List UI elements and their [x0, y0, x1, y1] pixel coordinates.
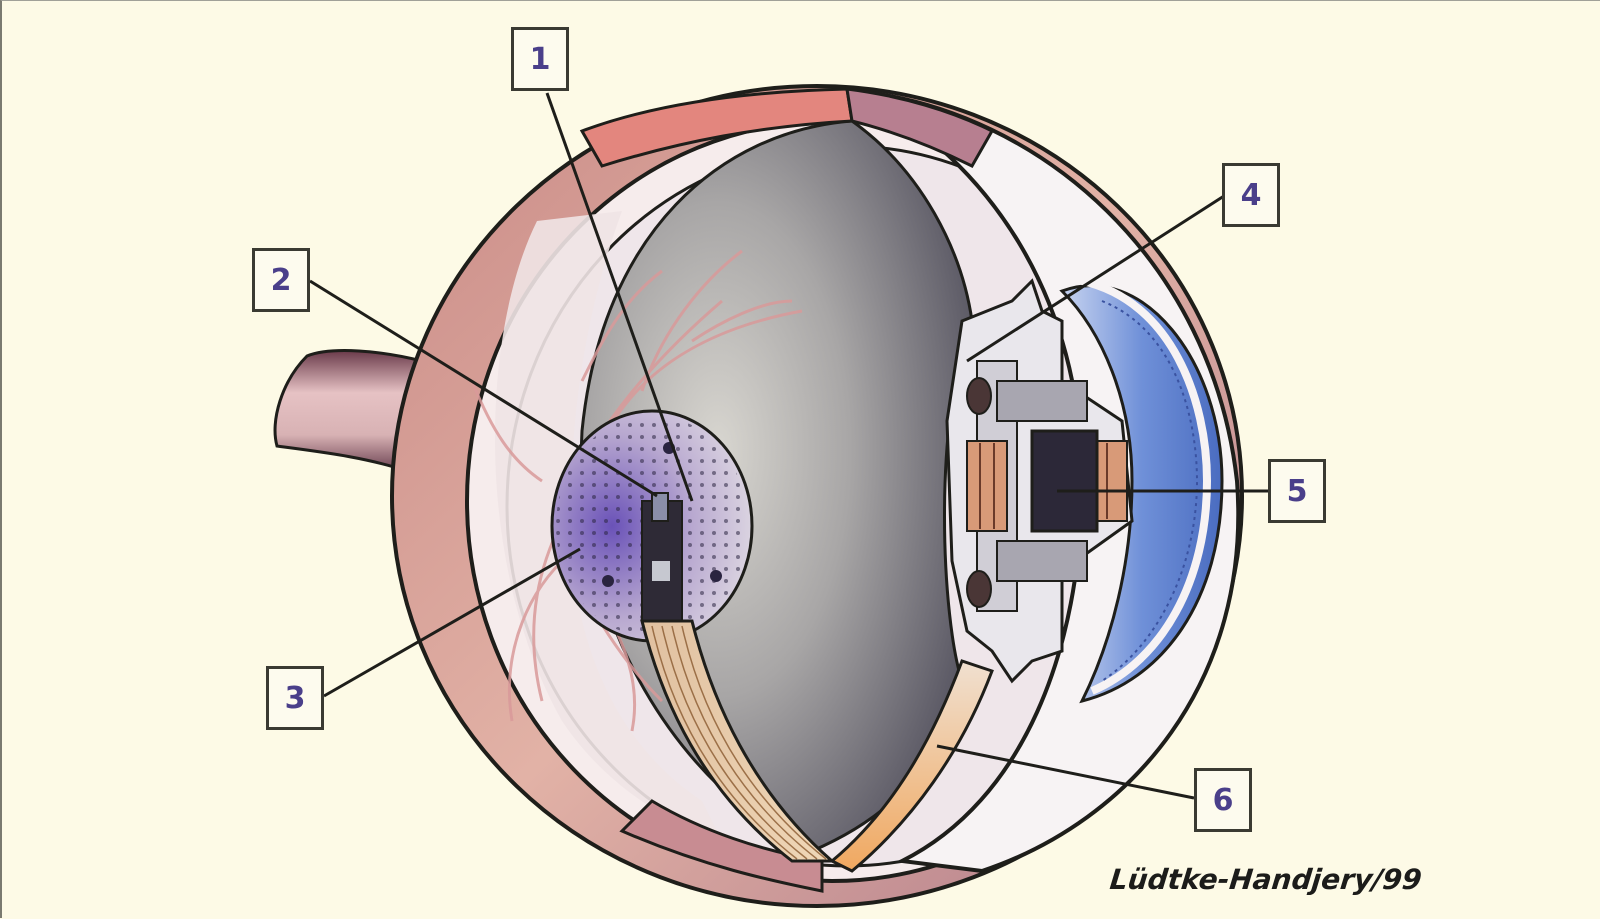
receiver-chip	[1030, 429, 1099, 533]
sclera-cut-edge-bottom	[619, 799, 824, 893]
retina-surface	[494, 211, 722, 841]
artist-signature: Lüdtke-Handjery/99	[1108, 863, 1424, 896]
callout-leader-lines	[309, 92, 1268, 800]
callout-3-label: 3	[284, 680, 306, 716]
callout-4: 4	[1222, 163, 1280, 227]
callout-1: 1	[511, 27, 569, 91]
callout-2-label: 2	[270, 262, 292, 298]
callout-5: 5	[1268, 459, 1326, 523]
callout-6-label: 6	[1212, 782, 1234, 818]
ribbon-cable	[640, 619, 836, 863]
callout-1-label: 1	[529, 41, 551, 77]
connecting-cable	[829, 659, 994, 873]
receiver-coil-right	[1096, 440, 1128, 522]
callout-4-label: 4	[1240, 177, 1262, 213]
sclera-cut-edge-top-right	[845, 87, 995, 168]
callout-2: 2	[252, 248, 310, 312]
callout-3: 3	[266, 666, 324, 730]
receiver-coil-left	[966, 440, 1008, 532]
callout-6: 6	[1194, 768, 1252, 832]
optic-nerve	[273, 349, 424, 473]
callout-5-label: 5	[1286, 473, 1308, 509]
